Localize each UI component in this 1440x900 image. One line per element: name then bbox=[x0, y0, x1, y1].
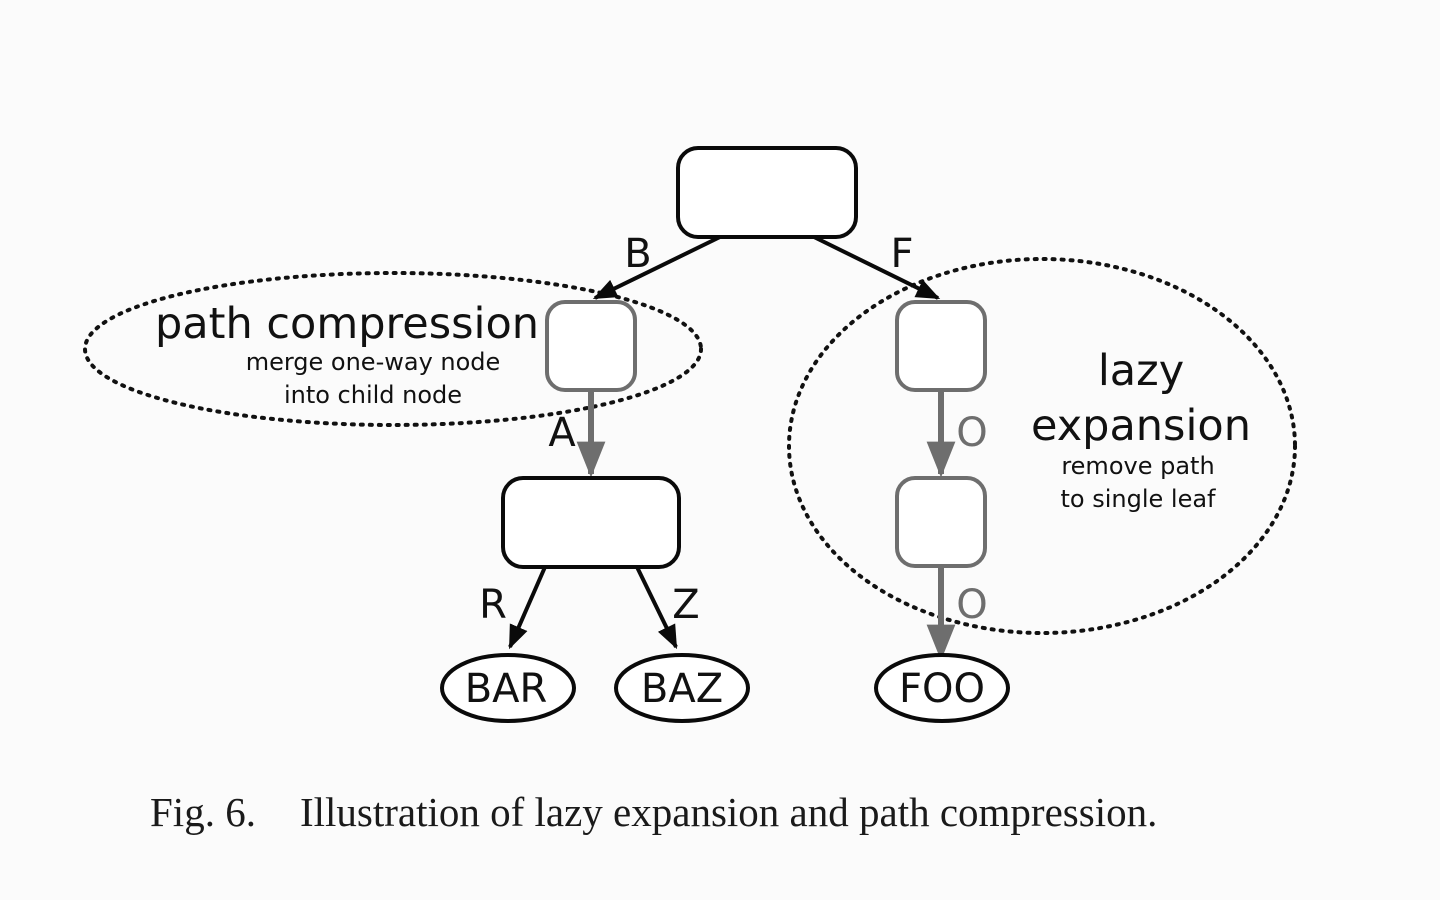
node-ba bbox=[501, 476, 681, 569]
path-compression-title: path compression bbox=[155, 299, 539, 349]
leaf-foo bbox=[874, 653, 1010, 723]
node-f bbox=[895, 300, 987, 392]
root-node bbox=[676, 146, 858, 239]
path-compression-line1: merge one-way node bbox=[246, 348, 501, 376]
lazy-expansion-line2: to single leaf bbox=[1061, 485, 1217, 513]
leaf-bar bbox=[440, 653, 576, 723]
leaf-bar-label: BAR bbox=[465, 666, 548, 712]
path-compression-line2: into child node bbox=[284, 381, 462, 409]
lazy-expansion-region bbox=[787, 257, 1297, 635]
lazy-expansion-title-line1: lazy bbox=[1098, 346, 1184, 396]
edge-r bbox=[508, 566, 547, 650]
edge-label-o-lower: O bbox=[956, 582, 987, 628]
figure-caption: Fig. 6. Illustration of lazy expansion an… bbox=[150, 788, 1330, 836]
path-compression-region bbox=[83, 271, 703, 427]
lazy-expansion-line1: remove path bbox=[1061, 452, 1214, 480]
edge-label-z: Z bbox=[672, 582, 699, 628]
edge-label-f: F bbox=[890, 231, 913, 277]
figure-caption-text: Illustration of lazy expansion and path … bbox=[299, 789, 1158, 835]
edge-root-to-b bbox=[592, 234, 723, 300]
leaf-baz bbox=[614, 653, 750, 723]
node-fo bbox=[895, 476, 987, 568]
edge-root-to-f bbox=[811, 234, 941, 300]
edge-label-o-upper: O bbox=[956, 410, 987, 456]
edge-label-r: R bbox=[479, 582, 507, 628]
edge-label-b: B bbox=[624, 231, 651, 277]
leaf-foo-label: FOO bbox=[899, 666, 985, 712]
leaf-baz-label: BAZ bbox=[641, 666, 723, 712]
figure-number: Fig. 6. bbox=[150, 789, 256, 835]
edge-label-a: A bbox=[548, 410, 576, 456]
node-b bbox=[545, 300, 637, 392]
edge-z bbox=[635, 566, 678, 650]
lazy-expansion-title-line2: expansion bbox=[1031, 401, 1251, 451]
